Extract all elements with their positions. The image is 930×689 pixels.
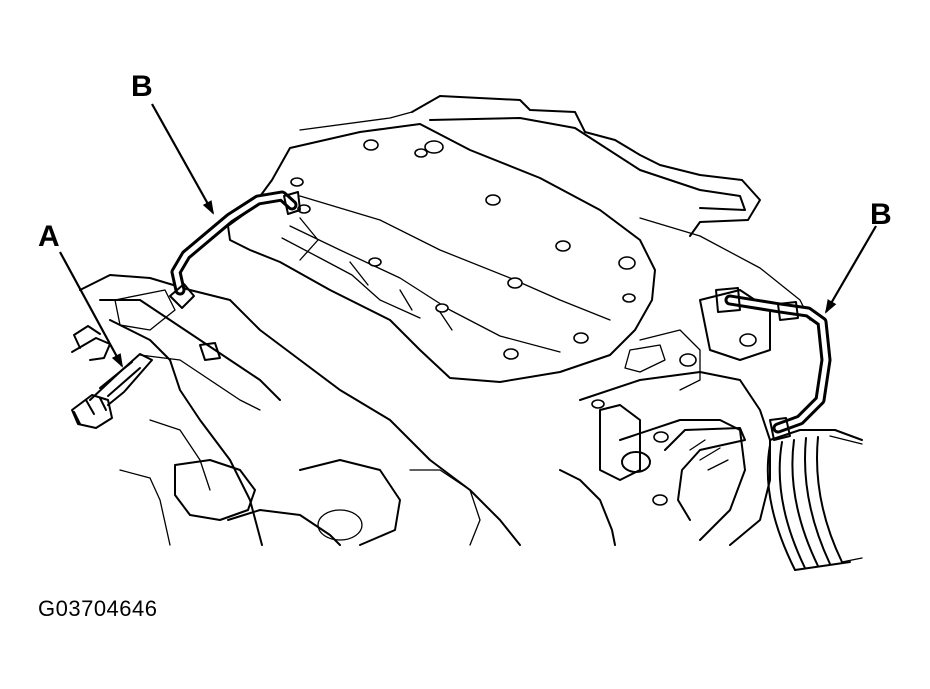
callout-b-left: B	[131, 70, 153, 103]
intake-plenum	[227, 123, 656, 383]
component-a	[71, 325, 153, 429]
intake-duct	[766, 429, 863, 571]
arrow-b-left	[151, 103, 214, 215]
hose-left	[169, 190, 301, 309]
plenum-bolts	[290, 139, 636, 360]
leader-arrows	[59, 103, 877, 368]
callout-a: A	[38, 220, 60, 253]
hose-right	[715, 287, 832, 441]
callout-b-right: B	[870, 198, 892, 231]
engine-block-left	[79, 274, 521, 546]
arrow-a	[59, 251, 123, 368]
arrow-b-right	[824, 225, 877, 314]
throttle-body	[559, 289, 771, 546]
figure-code: G03704646	[38, 596, 158, 621]
